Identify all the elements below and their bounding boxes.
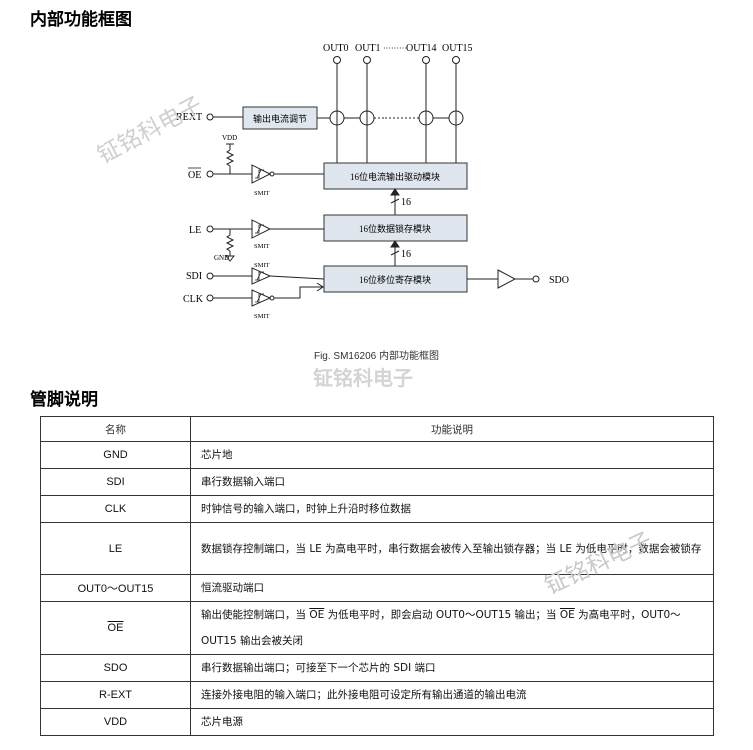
pin-name: VDD xyxy=(40,708,191,736)
pin-name: GND xyxy=(40,441,191,469)
bus-width-label-1: 16 xyxy=(401,197,411,208)
table-row: GND 芯片地 xyxy=(40,441,714,469)
oe-label: OE xyxy=(188,170,201,181)
watermark: 钲铭科电子 xyxy=(313,366,413,390)
schmitt-label-sdi: SMIT xyxy=(254,262,270,269)
table-row: SDI 串行数据输入端口 xyxy=(40,468,714,496)
table-row: SDO 串行数据输出端口；可接至下一个芯片的 SDI 端口 xyxy=(40,654,714,682)
desc-part: 输出使能控制端口，当 xyxy=(201,609,306,621)
figure-caption: Fig. SM16206 内部功能框图 xyxy=(313,351,440,362)
pin-description-heading: 管脚说明 xyxy=(30,390,98,410)
out1-label: OUT1 xyxy=(355,43,381,54)
sdi-label: SDI xyxy=(186,271,202,282)
schmitt-label-oe: SMIT xyxy=(254,190,270,197)
schmitt-label-le: SMIT xyxy=(254,243,270,250)
gnd-label: GND xyxy=(214,254,229,262)
le-label: LE xyxy=(189,225,201,236)
out0-label: OUT0 xyxy=(323,43,349,54)
column-header-function: 功能说明 xyxy=(190,416,714,442)
pin-description: 输出使能控制端口，当 OE 为低电平时，即会启动 OUT0～OUT15 输出；当… xyxy=(190,601,714,655)
pin-description: 芯片地 xyxy=(190,441,714,469)
bus-width-label-2: 16 xyxy=(401,249,411,260)
pin-table: 名称 功能说明 GND 芯片地 SDI 串行数据输入端口 CLK 时钟信号的输入… xyxy=(40,416,714,736)
pin-description: 时钟信号的输入端口，时钟上升沿时移位数据 xyxy=(190,495,714,523)
table-row: OE 输出使能控制端口，当 OE 为低电平时，即会启动 OUT0～OUT15 输… xyxy=(40,601,714,655)
driver-block: 16位电流输出驱动模块 xyxy=(350,171,440,182)
pin-description: 恒流驱动端口 xyxy=(190,574,714,602)
desc-part: 为低电平时，即会启动 OUT0～OUT15 输出；当 xyxy=(327,609,557,621)
sdo-label: SDO xyxy=(549,275,569,286)
table-row: OUT0～OUT15 恒流驱动端口 xyxy=(40,574,714,602)
pin-name: SDI xyxy=(40,468,191,496)
oe-overline-name: OE xyxy=(107,622,124,634)
pin-description: 芯片电源 xyxy=(190,708,714,736)
pin-name: SDO xyxy=(40,654,191,682)
schmitt-label-clk: SMIT xyxy=(254,313,270,320)
pin-name: LE xyxy=(40,522,191,575)
out15-label: OUT15 xyxy=(442,43,473,54)
latch-block: 16位数据锁存模块 xyxy=(359,223,431,234)
block-diagram-heading: 内部功能框图 xyxy=(30,10,132,30)
table-row: R-EXT 连接外接电阻的输入端口；此外接电阻可设定所有输出通道的输出电流 xyxy=(40,681,714,709)
table-header-row: 名称 功能说明 xyxy=(40,416,714,442)
pin-name: R-EXT xyxy=(40,681,191,709)
clk-label: CLK xyxy=(183,294,204,305)
oe-overline: OE xyxy=(559,609,575,621)
table-row: VDD 芯片电源 xyxy=(40,708,714,736)
vdd-label: VDD xyxy=(222,134,237,142)
column-header-name: 名称 xyxy=(40,416,191,442)
pin-description: 串行数据输入端口 xyxy=(190,468,714,496)
oe-overline: OE xyxy=(309,609,325,621)
desc-part: 为高电平时，OUT0～OUT15 输出会被关闭 xyxy=(201,609,681,647)
pin-name: OE xyxy=(40,601,191,655)
table-row: LE 数据锁存控制端口，当 LE 为高电平时，串行数据会被传入至输出锁存器；当 … xyxy=(40,522,714,575)
pin-name: CLK xyxy=(40,495,191,523)
rext-label: REXT xyxy=(176,112,202,123)
shift-register-block: 16位移位寄存模块 xyxy=(359,274,431,285)
pin-description: 串行数据输出端口；可接至下一个芯片的 SDI 端口 xyxy=(190,654,714,682)
out-dots-label: ········· xyxy=(383,44,407,53)
pin-name: OUT0～OUT15 xyxy=(40,574,191,602)
pin-description: 连接外接电阻的输入端口；此外接电阻可设定所有输出通道的输出电流 xyxy=(190,681,714,709)
current-adjust-block: 输出电流调节 xyxy=(253,113,307,124)
out14-label: OUT14 xyxy=(406,43,437,54)
table-row: CLK 时钟信号的输入端口，时钟上升沿时移位数据 xyxy=(40,495,714,523)
block-diagram: OUT0 OUT1 ········· OUT14 OUT15 输出电流调节 1… xyxy=(176,43,569,320)
